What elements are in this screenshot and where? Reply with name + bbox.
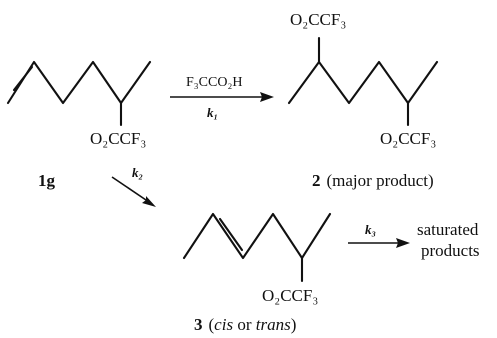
arrow-k1-rate-label: k₁	[207, 105, 218, 120]
compound-3-caption: 3 (cis or trans)	[194, 315, 296, 334]
arrow-k2-rate-label: k₂	[132, 165, 143, 180]
saturated-products-line2: products	[421, 241, 480, 260]
compound-2-chain	[287, 60, 439, 105]
compound-3-caption-cis: cis	[214, 315, 233, 334]
compound-3-caption-or: or	[233, 315, 256, 334]
arrow-k1-reagent: F₃CCO₂H	[186, 75, 242, 90]
compound-1g-ester-label: O₂CCF₃	[90, 129, 146, 148]
compound-3-caption-trans: trans	[256, 315, 291, 334]
compound-2-caption-text: (major product)	[327, 171, 434, 190]
compound-3-double-bond	[218, 217, 244, 252]
compound-2-caption: 2 (major product)	[312, 171, 434, 190]
compound-1g-skeleton	[6, 60, 152, 127]
compound-1g-number: 1g	[38, 171, 56, 190]
compound-1g-chain	[6, 60, 152, 105]
compound-2-skeleton	[287, 36, 439, 127]
arrow-k3	[348, 238, 410, 248]
compound-2-number: 2	[312, 171, 321, 190]
compound-3-number: 3	[194, 315, 203, 334]
compound-3-caption-close: )	[291, 315, 297, 334]
compound-3-ester-label: O₂CCF₃	[262, 286, 318, 305]
saturated-products-line1: saturated	[417, 220, 479, 239]
compound-2-top-ester-label: O₂CCF₃	[290, 10, 346, 29]
compound-3-skeleton	[182, 212, 332, 283]
compound-3-chain	[182, 212, 332, 260]
arrow-k1	[170, 92, 274, 102]
compound-2-bottom-ester-label: O₂CCF₃	[380, 129, 436, 148]
arrow-k2	[111, 176, 156, 207]
compound-1g-double-bond	[12, 65, 34, 92]
compound-3-caption-open: (	[209, 315, 215, 334]
arrow-k3-rate-label: k₃	[365, 222, 376, 237]
